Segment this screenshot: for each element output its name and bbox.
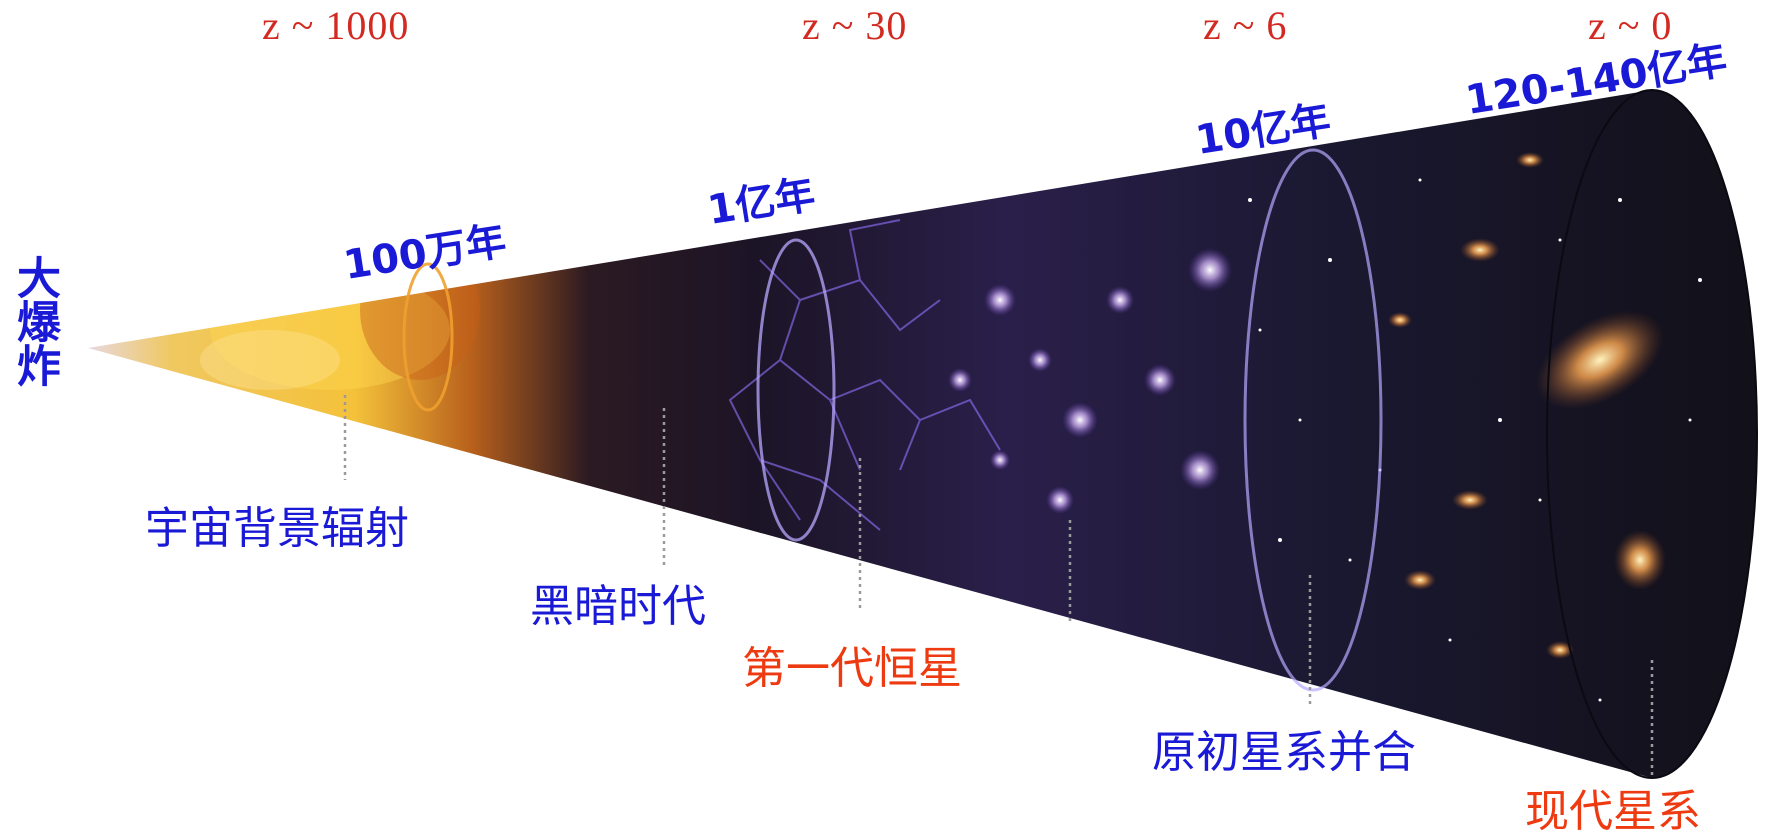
era-label-first-stars: 第一代恒星: [742, 643, 962, 694]
era-label-cmb: 宇宙背景辐射: [145, 503, 409, 554]
era-label-dark-ages: 黑暗时代: [530, 581, 706, 632]
big-bang-label: 大爆炸: [9, 255, 60, 387]
era-label-modern-galaxies: 现代星系: [1525, 786, 1701, 837]
cmb-shell-ring: [402, 262, 454, 412]
redshift-label-30: z ~ 30: [802, 3, 908, 48]
redshift-label-1000: z ~ 1000: [262, 3, 410, 48]
leader-lines: [343, 395, 1654, 775]
first-stars-shell-ring: [756, 238, 836, 542]
redshift-label-0: z ~ 0: [1588, 3, 1673, 48]
galaxy-shell-ring: [1243, 148, 1383, 692]
era-label-galaxy-mergers: 原初星系并合: [1152, 727, 1416, 778]
redshift-label-6: z ~ 6: [1203, 3, 1288, 48]
cosmic-web: [728, 219, 1001, 531]
modern-galaxies: [1388, 152, 1666, 659]
cone-mouth-ring: [1546, 89, 1758, 779]
first-stars: [948, 248, 1232, 514]
cone-body: [88, 90, 1757, 778]
star-field: [1248, 178, 1702, 702]
